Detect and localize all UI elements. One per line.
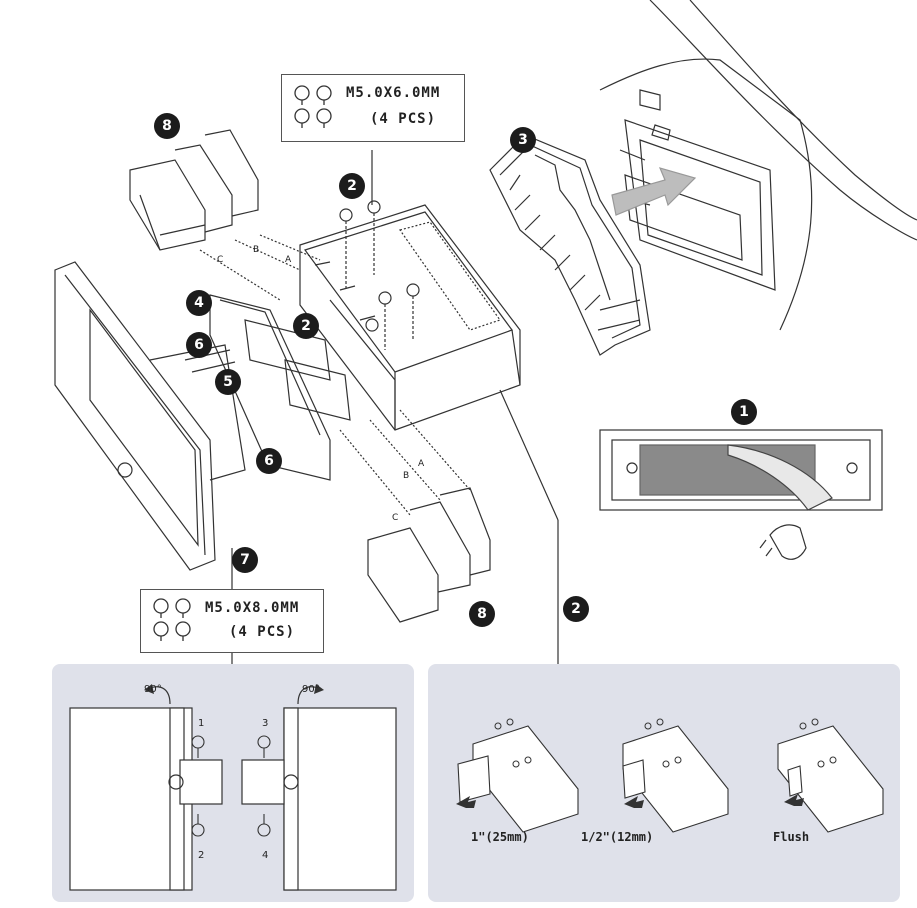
bracket-step-1: 1: [198, 718, 205, 729]
depth-option-drawings: [456, 718, 884, 833]
spacer-label-b2: B: [403, 471, 409, 481]
screw-spec-top: M5.0X6.0MM: [346, 85, 441, 101]
depth-option-3-label: Flush: [773, 830, 810, 844]
screw-box-top: M5.0X6.0MM (4 PCS): [281, 74, 465, 142]
callout-3: 3: [510, 127, 536, 153]
head-unit-chassis: [299, 204, 521, 431]
spacer-label-a: A: [285, 255, 292, 265]
bracket-step-3: 3: [262, 718, 269, 729]
spacer-label-c: C: [217, 255, 223, 265]
callout-7: 7: [232, 547, 258, 573]
screw-qty-bottom: (4 PCS): [229, 624, 296, 640]
depth-options-panel: 1"(25mm) 1/2"(12mm) Flush: [428, 664, 900, 902]
depth-option-1-label: 1"(25mm): [471, 830, 529, 844]
spacer-label-b: B: [253, 245, 259, 255]
screw-icon-group: [153, 598, 191, 641]
bracket-rotation-drawing: [69, 684, 397, 891]
screw-icon-group: [294, 85, 332, 128]
spacer-label-c2: C: [392, 513, 398, 523]
screw-spec-bottom: M5.0X8.0MM: [205, 600, 300, 616]
spacer-label-a2: A: [418, 459, 425, 469]
callout-2-right: 2: [563, 596, 589, 622]
screw-qty-top: (4 PCS): [370, 111, 437, 127]
callout-6-top: 6: [186, 332, 212, 358]
screw-box-bottom: M5.0X8.0MM (4 PCS): [140, 589, 324, 653]
spacer-labels: C B A C B A: [217, 245, 425, 523]
insert-arrow: [611, 167, 697, 216]
callout-2-mid: 2: [293, 313, 319, 339]
callout-1: 1: [731, 399, 757, 425]
callout-8-bottom: 8: [469, 601, 495, 627]
callout-4: 4: [186, 290, 212, 316]
bracket-step-2: 2: [198, 850, 205, 861]
chassis-screws: [339, 200, 420, 350]
vehicle-bay-drawing: [599, 0, 917, 331]
callout-8-top: 8: [154, 113, 180, 139]
rotate-label-left: 90°: [144, 684, 162, 695]
callout-5: 5: [215, 369, 241, 395]
bracket-step-4: 4: [262, 850, 269, 861]
bracket-rotation-panel: 90° 90° 1 2 3 4: [52, 664, 414, 902]
depth-option-2-label: 1/2"(12mm): [581, 830, 654, 844]
callout-6-bottom: 6: [256, 448, 282, 474]
display-panel: [54, 261, 246, 571]
spacer-blocks-top: [129, 129, 321, 301]
rotate-label-right: 90°: [302, 684, 320, 695]
callout-2-top: 2: [339, 173, 365, 199]
spacer-blocks-bottom: [339, 409, 491, 623]
pad-panel: [599, 429, 883, 560]
